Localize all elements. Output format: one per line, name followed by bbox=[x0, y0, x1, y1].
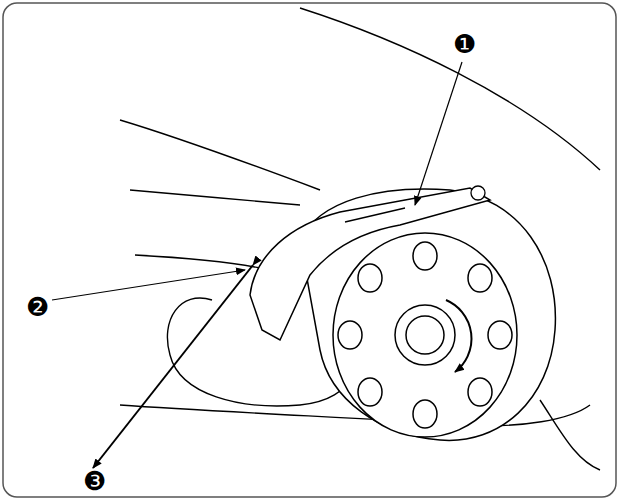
hand bbox=[120, 8, 600, 470]
callout-number: ❶ bbox=[453, 31, 476, 57]
frame bbox=[3, 3, 616, 497]
callout-number: ❸ bbox=[83, 468, 106, 494]
thread-direction-arrow bbox=[93, 265, 253, 468]
callout-number: ❷ bbox=[26, 294, 49, 320]
leader-line bbox=[415, 62, 462, 205]
tension-spring bbox=[250, 188, 490, 340]
thread-slot bbox=[345, 208, 405, 222]
rotation-arrow bbox=[446, 300, 472, 372]
screw bbox=[471, 186, 485, 200]
leader-line bbox=[52, 270, 245, 300]
